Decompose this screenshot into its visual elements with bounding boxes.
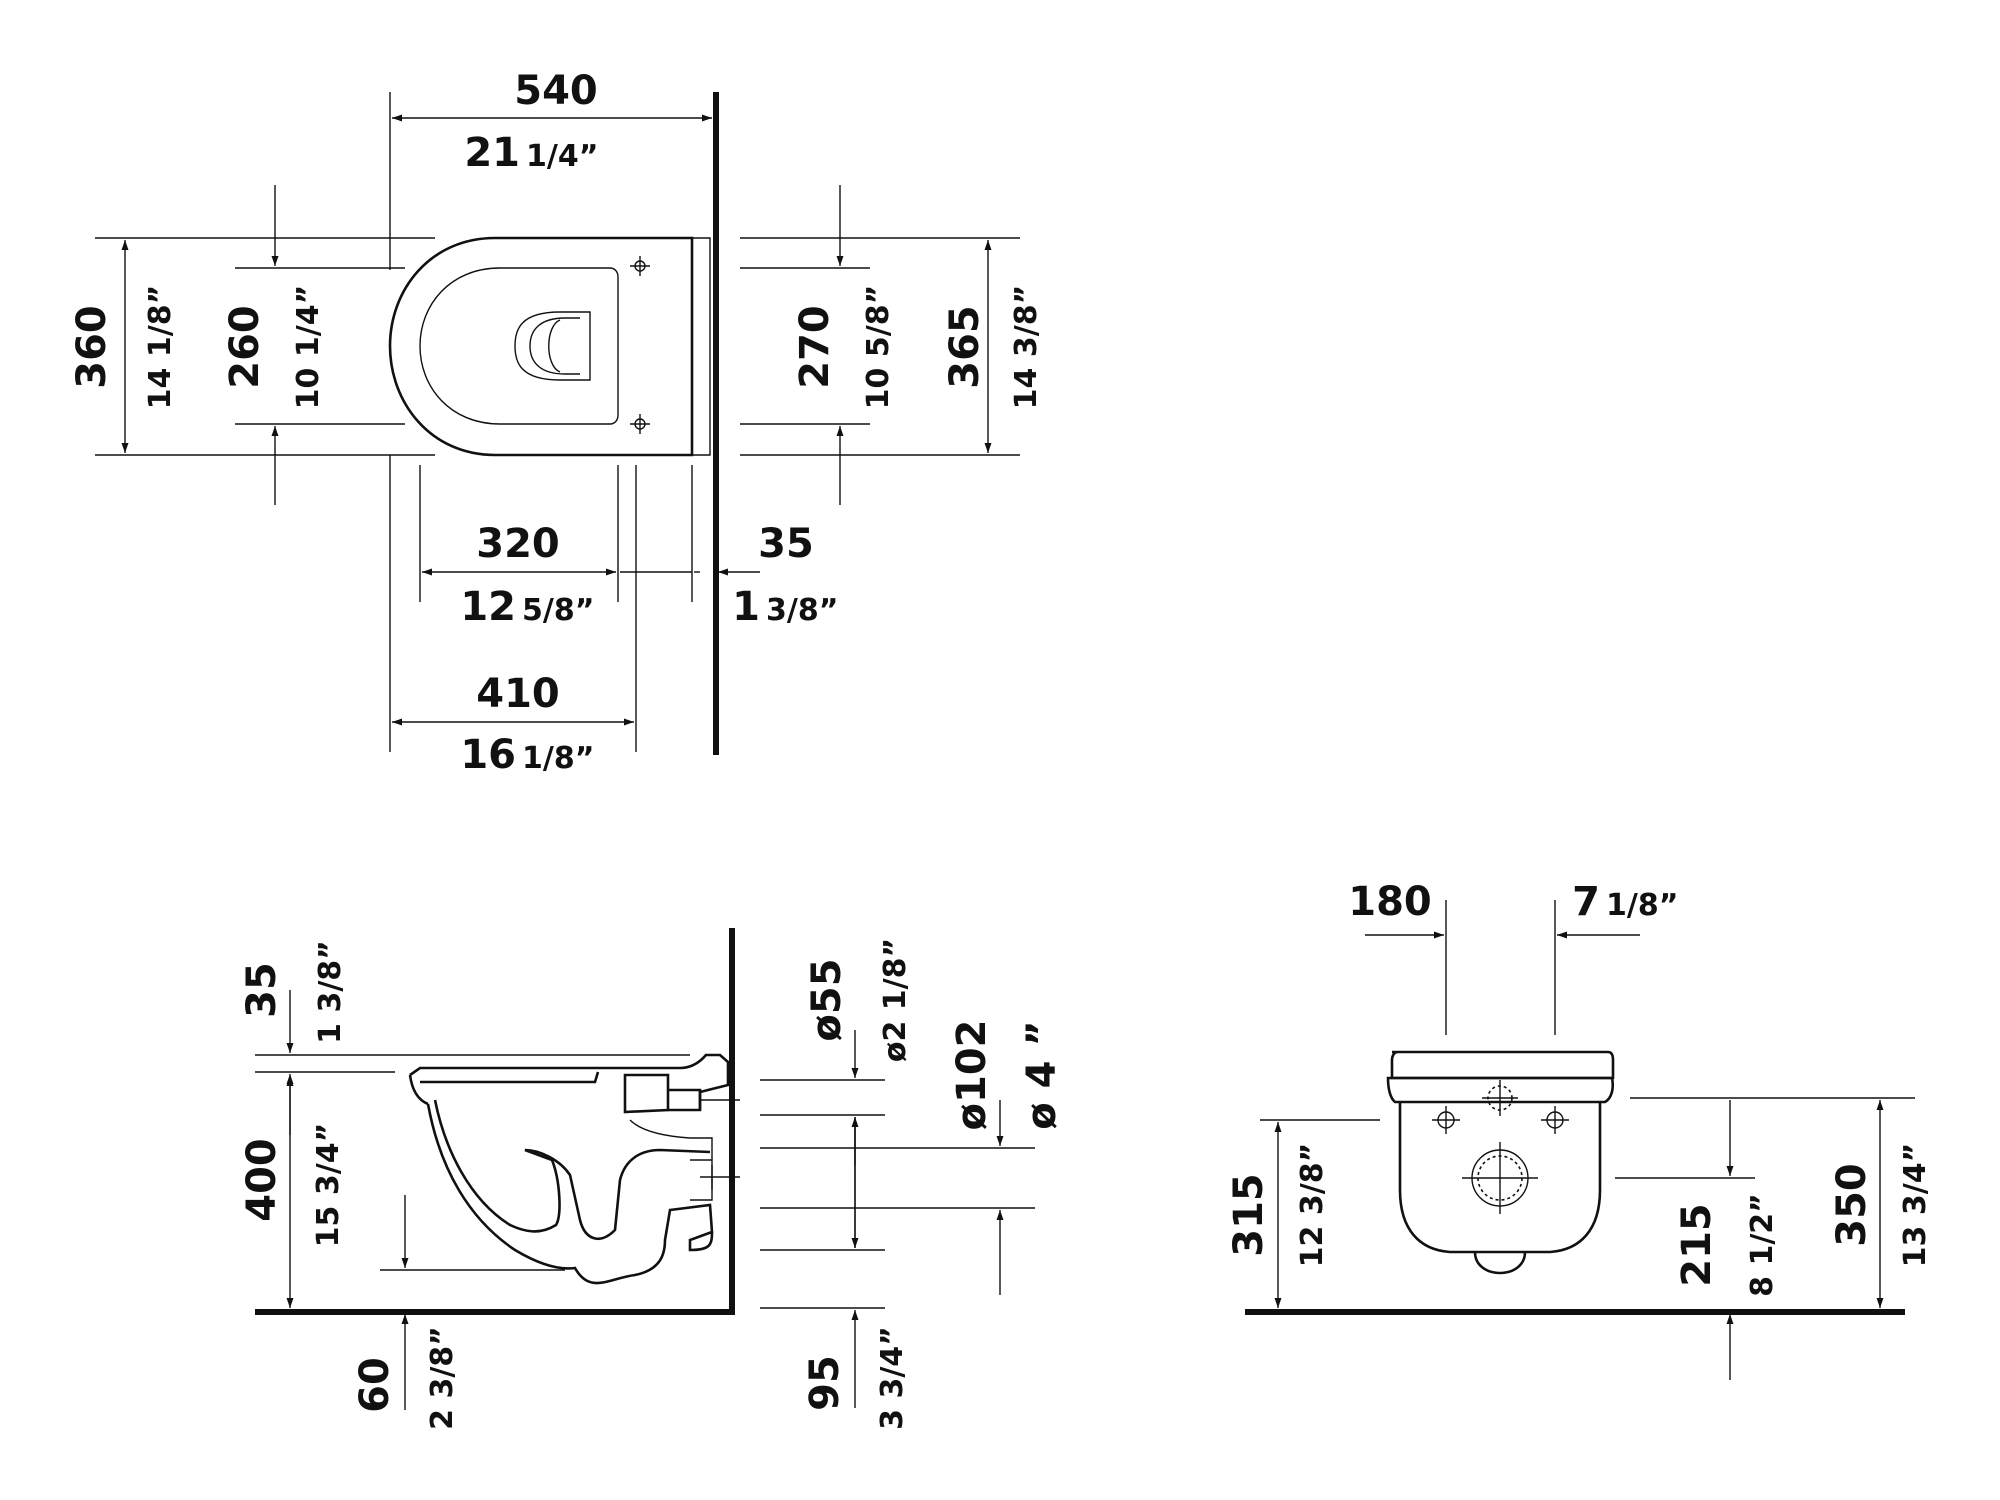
dim-360-left: 360 14 1/8” xyxy=(69,237,435,456)
dim-410: 410 16 1/8” xyxy=(389,455,637,778)
dim-95-in: 3 3/4” xyxy=(875,1326,910,1430)
dim-410-in-frac: 1/8” xyxy=(522,741,594,776)
dim-400: 400 15 3/4” xyxy=(239,1076,346,1308)
dim-dia55-in: ø2 1/8” xyxy=(878,938,913,1062)
dim-60-mm: 60 xyxy=(352,1357,398,1413)
dim-180: 180 7 1/8” xyxy=(1348,879,1678,1035)
dim-35-mm: 35 xyxy=(758,521,814,567)
dim-dia55-mm: ø55 xyxy=(804,958,850,1041)
dim-dia102-in: ø 4 ” xyxy=(1019,1020,1065,1129)
dim-540: 540 21 1/4” xyxy=(389,68,712,270)
rear-bowl-outline xyxy=(1386,1050,1615,1275)
dim-540-in: 21 xyxy=(464,130,520,176)
dim-360-mm: 360 xyxy=(69,305,115,389)
dim-315-mm: 315 xyxy=(1226,1173,1272,1257)
dim-dia102-mm: ø102 xyxy=(949,1020,995,1131)
dim-dia55: ø55 ø2 1/8” xyxy=(760,938,913,1165)
dim-315: 315 12 3/8” xyxy=(1226,1119,1380,1308)
rear-view: 180 7 1/8” 315 12 3/8” 215 8 1/2” 350 13… xyxy=(1226,879,1933,1380)
dim-35-top: 35 1 3/8” xyxy=(694,521,838,630)
dim-95: 95 3 3/4” xyxy=(760,1117,910,1430)
dim-320-in-frac: 5/8” xyxy=(522,593,594,628)
dim-400-in: 15 3/4” xyxy=(311,1123,346,1248)
dim-215-in: 8 1/2” xyxy=(1745,1193,1780,1297)
dim-dia102: ø102 ø 4 ” xyxy=(760,1020,1065,1295)
dim-180-in-frac: 1/8” xyxy=(1606,888,1678,923)
dim-350-mm: 350 xyxy=(1829,1163,1875,1247)
dim-410-in: 16 xyxy=(460,732,516,778)
dim-540-mm: 540 xyxy=(514,68,598,114)
dim-35-side-in: 1 3/8” xyxy=(313,940,348,1044)
dim-365-right: 365 14 3/8” xyxy=(740,237,1044,456)
dim-360-in: 14 1/8” xyxy=(143,285,178,410)
dim-320-in: 12 xyxy=(460,584,516,630)
dim-410-mm: 410 xyxy=(476,671,560,717)
dim-260-in: 10 1/4” xyxy=(291,285,326,410)
dim-270-in: 10 5/8” xyxy=(861,285,896,410)
side-bowl-outline xyxy=(408,1053,740,1285)
dim-270-mm: 270 xyxy=(792,305,838,389)
dim-180-mm: 180 xyxy=(1348,879,1432,925)
dim-260-left: 260 10 1/4” xyxy=(222,185,405,505)
dim-270-right: 270 10 5/8” xyxy=(740,185,896,505)
dim-365-in: 14 3/8” xyxy=(1009,285,1044,410)
dim-35-in: 1 xyxy=(732,584,760,630)
side-view: 35 1 3/8” 400 15 3/4” 60 2 3/8” ø55 ø2 1… xyxy=(239,928,1065,1430)
dim-320-mm: 320 xyxy=(476,521,560,567)
dim-60: 60 2 3/8” xyxy=(352,1195,565,1430)
dim-315-in: 12 3/8” xyxy=(1295,1143,1330,1268)
dim-540-in-frac: 1/4” xyxy=(526,139,598,174)
top-bowl-outline xyxy=(388,236,711,457)
dim-320: 320 12 5/8” xyxy=(419,465,693,630)
dim-215-mm: 215 xyxy=(1674,1203,1720,1287)
dim-350: 350 13 3/4” xyxy=(1630,1097,1933,1308)
dim-180-in: 7 xyxy=(1572,879,1600,925)
dim-400-mm: 400 xyxy=(239,1138,285,1222)
top-view: 540 21 1/4” 360 14 1/8” 260 10 1/4” 270 xyxy=(69,68,1044,778)
dim-260-mm: 260 xyxy=(222,305,268,389)
dim-365-mm: 365 xyxy=(942,305,988,389)
dim-60-in: 2 3/8” xyxy=(425,1326,460,1430)
dim-95-mm: 95 xyxy=(802,1355,848,1411)
dim-35-in-frac: 3/8” xyxy=(766,593,838,628)
dim-35-side-mm: 35 xyxy=(239,962,285,1018)
dim-350-in: 13 3/4” xyxy=(1898,1143,1933,1268)
dim-215: 215 8 1/2” xyxy=(1615,1100,1780,1380)
dim-35-side: 35 1 3/8” xyxy=(239,940,690,1135)
